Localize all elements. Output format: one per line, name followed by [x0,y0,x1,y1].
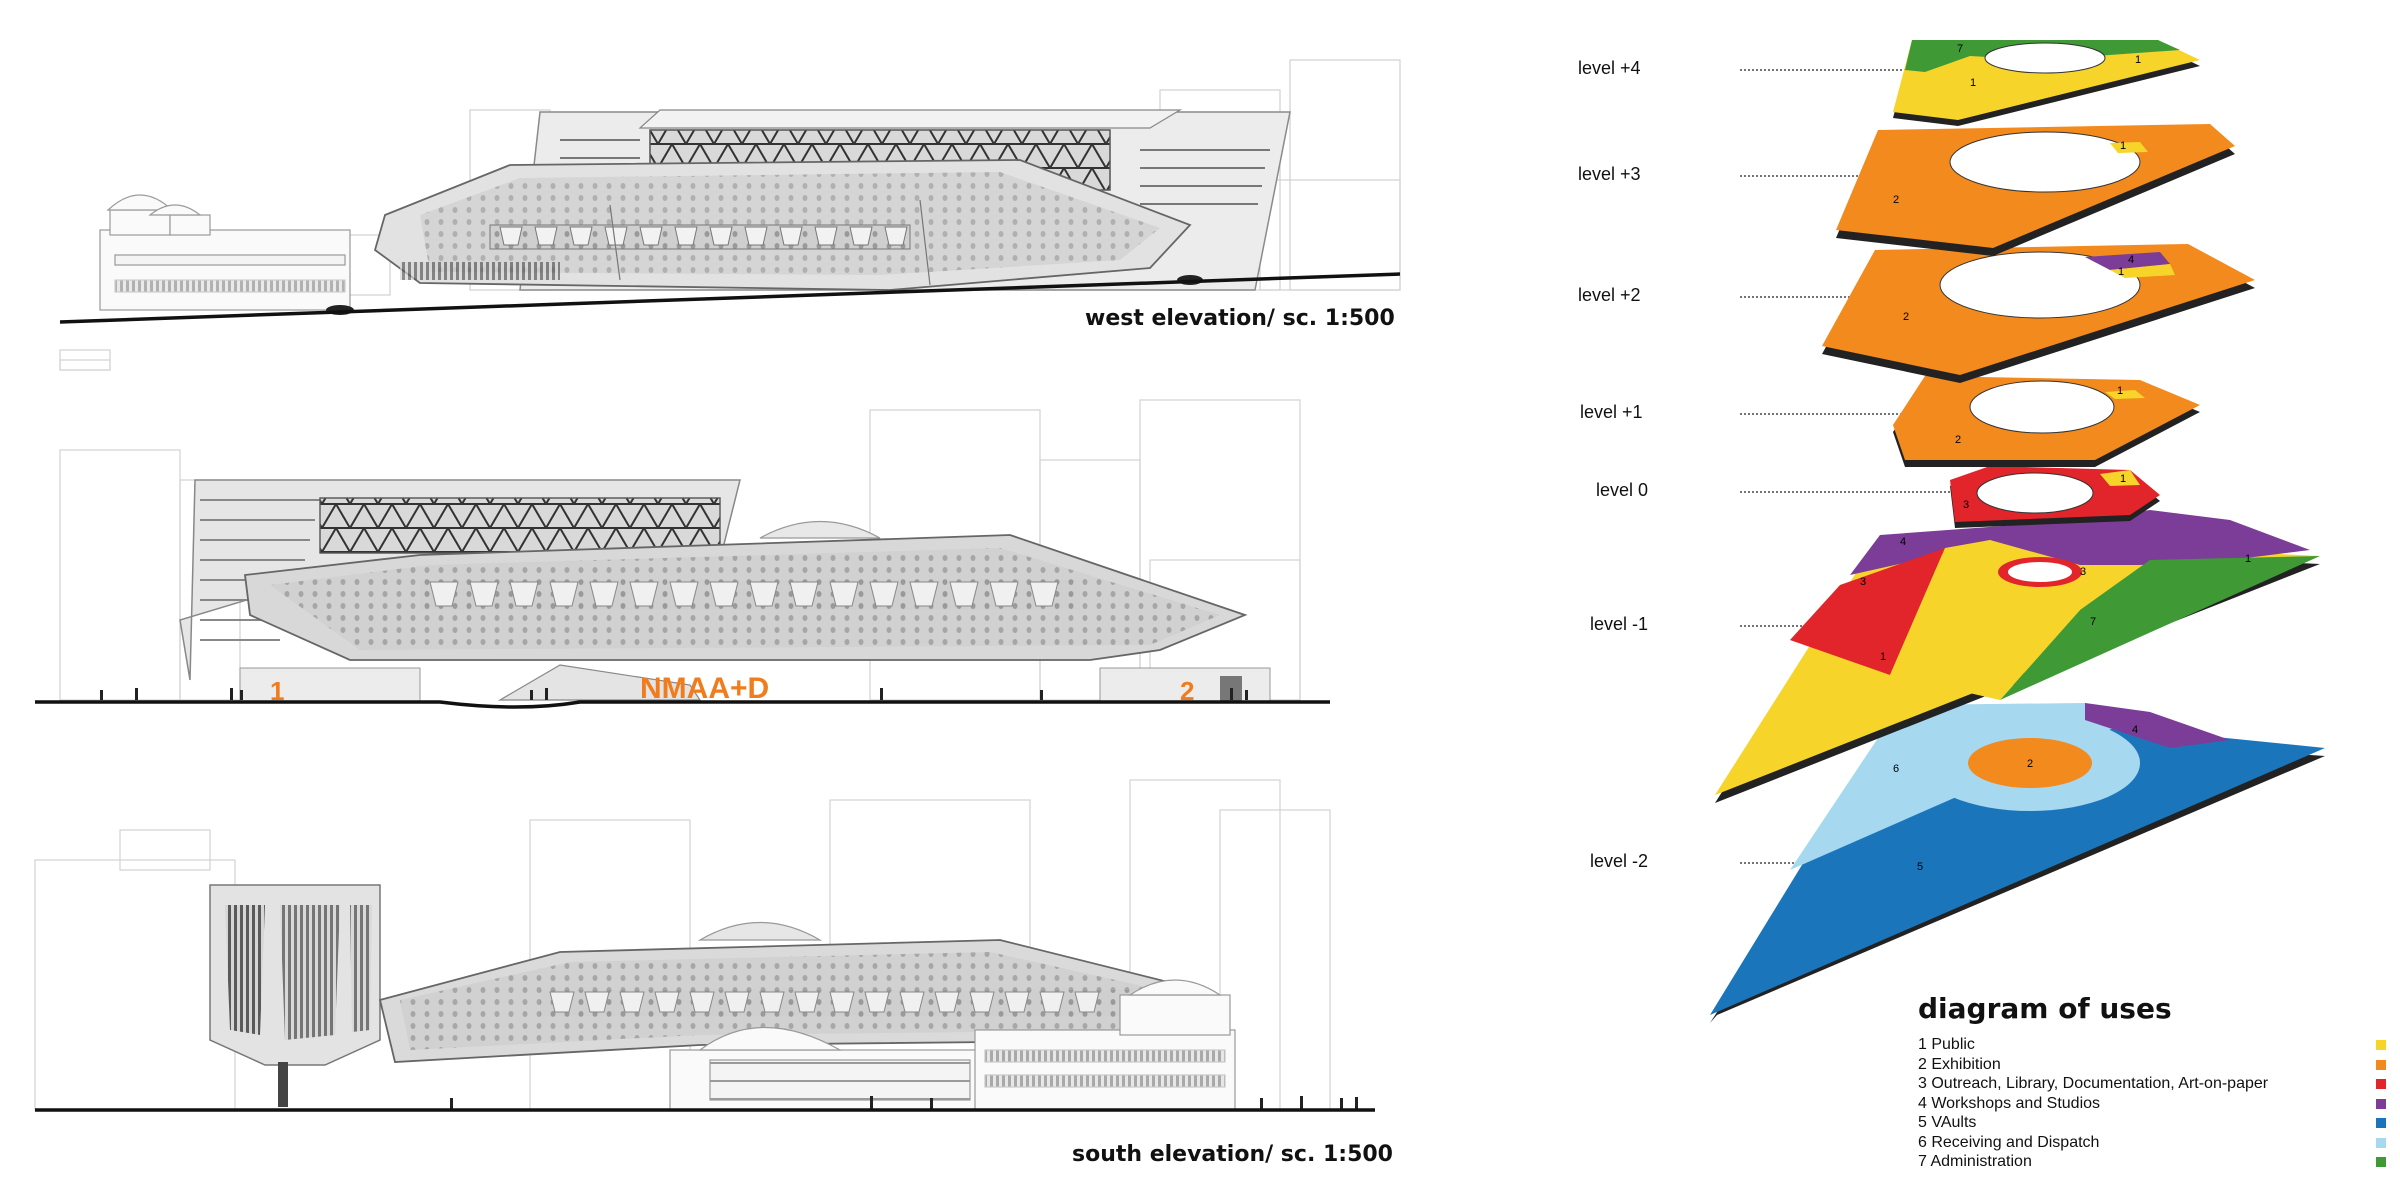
level-label-minus1: level -1 [1590,614,1649,634]
south-elevation-title: south elevation/ sc. 1:500 [1072,1142,1393,1167]
level-0-plan: 3 1 [1950,466,2160,528]
svg-text:3: 3 [2080,566,2086,578]
svg-text:4: 4 [2128,254,2134,266]
svg-text:1: 1 [1970,77,1976,89]
svg-text:4: 4 [2132,724,2138,736]
svg-text:2: 2 [1893,194,1899,206]
svg-text:1: 1 [2117,385,2123,397]
legend-label: 3 Outreach, Library, Documentation, Art-… [1918,1075,2269,1092]
west-elevation [59,59,1401,371]
level-minus1-plan: 4 3 3 1 7 1 [1715,510,2320,803]
svg-text:1: 1 [2120,473,2126,485]
svg-text:7: 7 [1957,43,1963,55]
south-tower [209,884,381,1107]
level-label-plus1: level +1 [1580,402,1643,422]
south-elevation [34,779,1375,1112]
svg-text:4: 4 [1900,536,1906,548]
level-minus2-plan: 2 6 4 5 [1710,703,2325,1023]
svg-text:1: 1 [2135,54,2141,66]
level-label-plus4: level +4 [1578,58,1641,78]
level-label-plus3: level +3 [1578,164,1641,184]
legend-swatch [2376,1040,2386,1050]
uses-legend: diagram of uses 1 Public 2 Exhibition 3 … [1918,992,2388,1172]
svg-text:7: 7 [2090,616,2096,628]
level-plus2-plan: 2 1 4 [1822,244,2255,383]
entrance-2-label: 2 [1180,676,1194,706]
legend-title: diagram of uses [1918,992,2172,1025]
legend-swatch [2376,1137,2386,1148]
legend-item-public: 1 Public [1918,1035,2388,1055]
svg-text:1: 1 [2118,266,2124,278]
legend-swatch [2376,1059,2386,1070]
level-label-0: level 0 [1596,480,1649,500]
svg-text:2: 2 [1903,311,1909,323]
west-elevation-title: west elevation/ sc. 1:500 [1085,306,1395,331]
legend-swatch [2376,1157,2386,1167]
svg-text:6: 6 [1893,763,1899,775]
legend-item-administration: 7 Administration [1918,1152,2388,1172]
museum-name-label: NMAA+D [640,672,769,705]
legend-label: 6 Receiving and Dispatch [1918,1133,2100,1151]
east-elevation: 1 2 NMAA+D [35,359,1330,709]
legend-item-workshops: 4 Workshops and Studios [1918,1094,2388,1114]
legend-label: 4 Workshops and Studios [1918,1094,2101,1112]
legend-item-receiving: 6 Receiving and Dispatch [1918,1133,2388,1153]
legend-label: 1 Public [1918,1036,1975,1053]
entrance-1-label: 1 [270,676,284,706]
legend-item-vaults: 5 VAults [1918,1113,2388,1133]
legend-item-outreach: 3 Outreach, Library, Documentation, Art-… [1918,1074,2388,1094]
legend-swatch [2376,1098,2386,1109]
legend-swatch [2376,1118,2386,1128]
level-plus1-plan: 2 1 [1893,376,2200,467]
south-historic-building [669,979,1236,1111]
svg-text:2: 2 [1955,434,1961,446]
west-historic-building [99,194,351,311]
level-plus3-plan: 2 1 [1836,124,2235,256]
level-label-minus2: level -2 [1590,851,1649,871]
svg-text:3: 3 [1860,576,1866,588]
legend-label: 5 VAults [1918,1114,1977,1131]
level-plus4-plan: 7 1 1 [1893,40,2200,126]
legend-label: 7 Administration [1918,1153,2032,1170]
svg-text:3: 3 [1963,499,1969,511]
level-label-plus2: level +2 [1578,285,1641,305]
svg-text:5: 5 [1917,861,1923,873]
legend-label: 2 Exhibition [1918,1055,2001,1073]
legend-item-exhibition: 2 Exhibition [1918,1055,2388,1075]
svg-text:2: 2 [2027,758,2033,770]
svg-text:1: 1 [1880,651,1886,663]
legend-swatch [2376,1079,2386,1089]
svg-text:1: 1 [2120,140,2126,152]
svg-text:1: 1 [2245,553,2251,565]
